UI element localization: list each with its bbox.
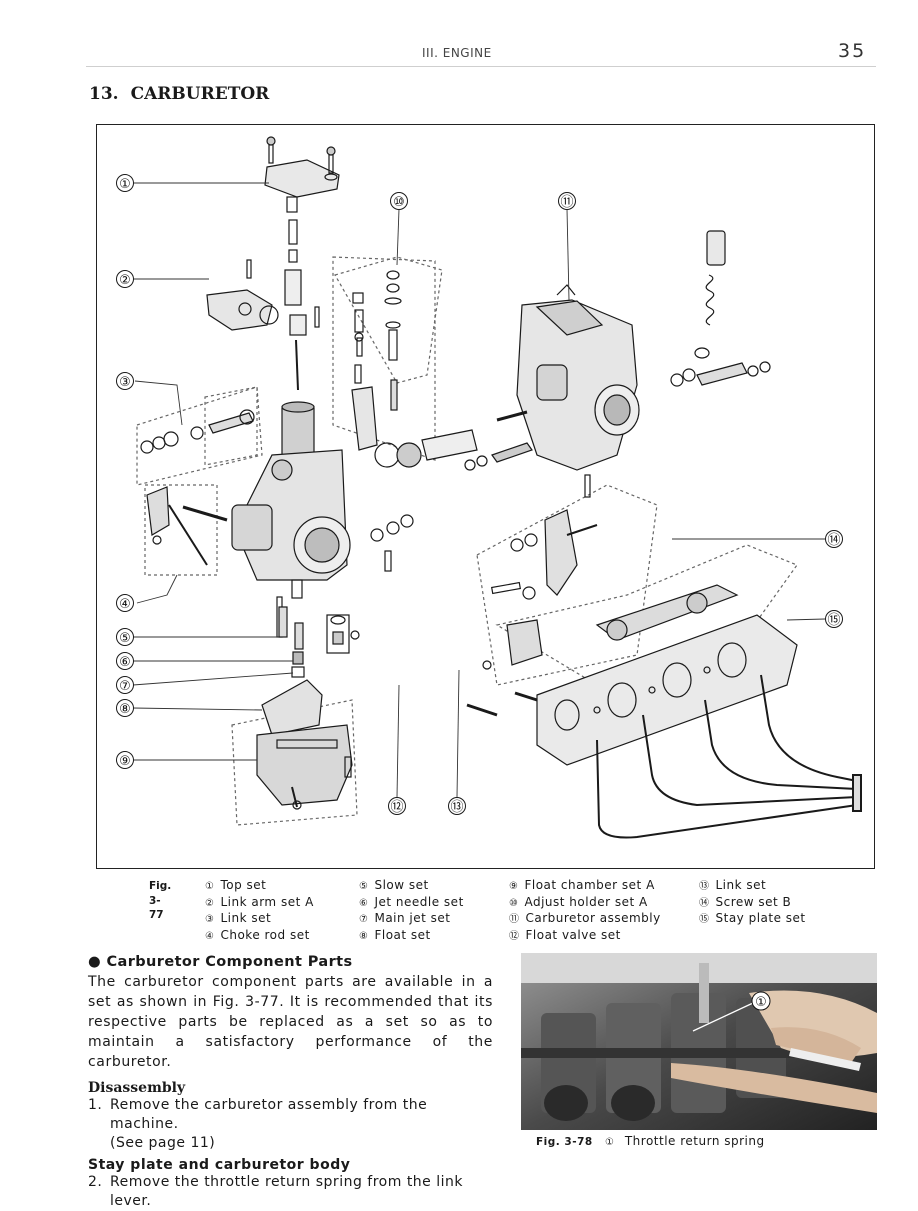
- callout-3: [116, 372, 134, 390]
- step-1-note: (See page 11): [110, 1135, 216, 1151]
- fuel-tubes: [596, 674, 862, 839]
- disassembly-heading: Disassembly: [88, 1080, 186, 1096]
- callout-9: [116, 751, 134, 769]
- callout-circles: [116, 174, 843, 815]
- top-set-part: [264, 136, 340, 213]
- float-chamber-parts: [256, 679, 353, 810]
- callout-label-8: ⑧: [119, 702, 131, 717]
- component-parts-paragraph: The carburetor component parts are avail…: [88, 974, 493, 1070]
- exploded-view-figure: ① ② ③ ④ ⑤ ⑥ ⑦ ⑧ ⑨ ⑩ ⑪ ⑫ ⑬ ⑭ ⑮: [96, 124, 875, 869]
- float-valve-parts: [326, 614, 360, 654]
- callout-label-7: ⑦: [119, 679, 131, 694]
- callout-14: [825, 530, 843, 548]
- running-header-section: III. ENGINE: [422, 46, 492, 60]
- step-number: 1.: [88, 1097, 103, 1113]
- callout-label-4: ④: [119, 597, 131, 612]
- callout-label-13: ⑬: [450, 800, 463, 815]
- figure-label: Fig. 3-77: [149, 880, 172, 922]
- throttle-spring-photo: ①: [521, 953, 877, 1130]
- callout-13: [448, 797, 466, 815]
- callout-1: [116, 174, 134, 192]
- callout-7: [116, 676, 134, 694]
- slow-jet-parts: [278, 606, 305, 678]
- adjust-holder-parts: [351, 270, 478, 468]
- photo-caption: Fig. 3-78 ① Throttle return spring: [536, 1134, 765, 1148]
- photo-figure-label: Fig. 3-78: [536, 1136, 593, 1148]
- callout-label-15: ⑮: [827, 613, 840, 628]
- step-1: 1. Remove the carburetor assembly from t…: [88, 1096, 493, 1134]
- callout-label-9: ⑨: [119, 754, 131, 769]
- photo-caption-text: Throttle return spring: [624, 1134, 765, 1148]
- spring-parts: [670, 230, 771, 387]
- callout-11: [558, 192, 576, 210]
- carburetor-body-left: [231, 449, 351, 638]
- callout-15: [825, 610, 843, 628]
- photo-caption-number: ①: [605, 1137, 615, 1148]
- callout-label-3: ③: [119, 375, 131, 390]
- callout-4: [116, 594, 134, 612]
- stay-plate-heading: Stay plate and carburetor body: [88, 1157, 351, 1173]
- callout-2: [116, 270, 134, 288]
- link-set-right-part: [466, 509, 598, 717]
- link-set-part: [140, 409, 255, 454]
- callout-label-11: ⑪: [560, 195, 573, 210]
- callout-labels: ① ② ③ ④ ⑤ ⑥ ⑦ ⑧ ⑨ ⑩ ⑪ ⑫ ⑬ ⑭ ⑮: [119, 177, 840, 815]
- group-outlines: [136, 256, 798, 826]
- carburetor-assembly: [516, 284, 640, 498]
- callout-10: [390, 192, 408, 210]
- header-rule: [86, 66, 876, 67]
- stay-plate-part: [536, 584, 798, 766]
- callout-label-5: ⑤: [119, 631, 131, 646]
- callout-12: [388, 797, 406, 815]
- callout-5: [116, 628, 134, 646]
- body-text: ● Carburetor Component Parts The carbure…: [88, 954, 493, 1211]
- callout-6: [116, 652, 134, 670]
- component-parts-heading: ● Carburetor Component Parts: [88, 954, 353, 970]
- section-number: 13.: [89, 84, 119, 104]
- step-text: Remove the throttle return spring from t…: [110, 1174, 464, 1209]
- photo-callout-label: ①: [755, 995, 767, 1010]
- callout-8: [116, 699, 134, 717]
- callout-label-2: ②: [119, 273, 131, 288]
- screw-parts: [370, 410, 533, 572]
- section-name: CARBURETOR: [130, 84, 270, 104]
- step-2: 2. Remove the throttle return spring fro…: [88, 1173, 493, 1211]
- exploded-diagram: ① ② ③ ④ ⑤ ⑥ ⑦ ⑧ ⑨ ⑩ ⑪ ⑫ ⑬ ⑭ ⑮: [116, 136, 862, 839]
- linkage-parts: [206, 219, 320, 461]
- callout-label-14: ⑭: [827, 533, 840, 548]
- photo-callout: [751, 991, 771, 1011]
- page-number: 35: [838, 40, 867, 62]
- section-title: 13. CARBURETOR: [89, 84, 281, 104]
- callout-label-10: ⑩: [393, 195, 405, 210]
- photo-illustration: ①: [521, 953, 877, 1130]
- callout-label-12: ⑫: [390, 800, 403, 815]
- choke-rod-part: [146, 486, 228, 566]
- step-text: Remove the carburetor assembly from the …: [110, 1097, 428, 1132]
- step-number: 2.: [88, 1174, 103, 1190]
- callout-label-6: ⑥: [119, 655, 131, 670]
- leader-lines: [132, 182, 826, 798]
- callout-label-1: ①: [119, 177, 131, 192]
